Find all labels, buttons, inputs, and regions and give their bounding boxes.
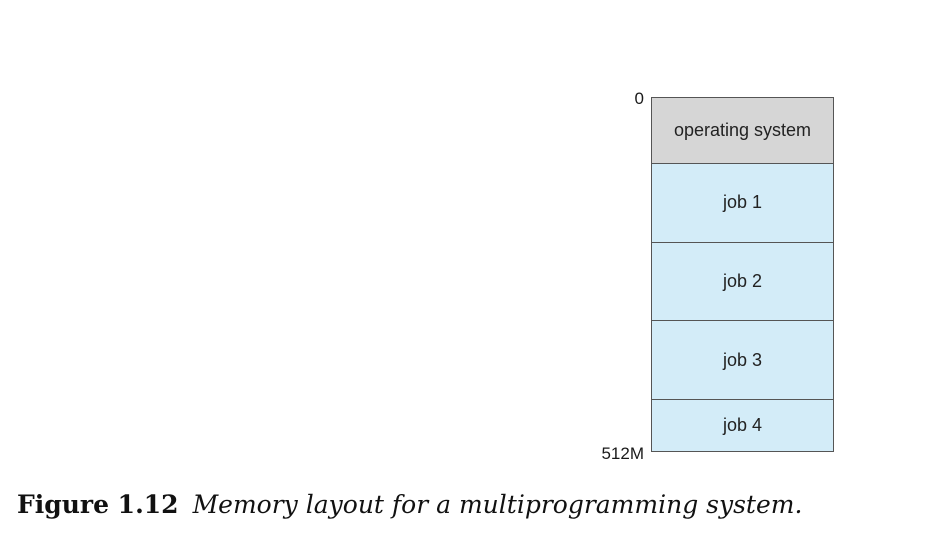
memory-block-job-2: job 2 <box>652 242 833 322</box>
figure-number: Figure 1.12 <box>17 490 179 519</box>
figure-caption: Figure 1.12 Memory layout for a multiprog… <box>17 490 802 520</box>
memory-block-job-4: job 4 <box>652 399 833 452</box>
memory-block-operating-system: operating system <box>652 98 833 164</box>
memory-column: operating system job 1 job 2 job 3 job 4 <box>651 97 834 452</box>
figure-caption-text: Memory layout for a multiprogramming sys… <box>192 490 803 519</box>
memory-layout-diagram: 0 512M operating system job 1 job 2 job … <box>601 89 834 463</box>
memory-block-job-3: job 3 <box>652 321 833 400</box>
address-top-label: 0 <box>634 89 644 108</box>
address-bottom-label: 512M <box>601 444 644 463</box>
memory-block-job-1: job 1 <box>652 163 833 243</box>
